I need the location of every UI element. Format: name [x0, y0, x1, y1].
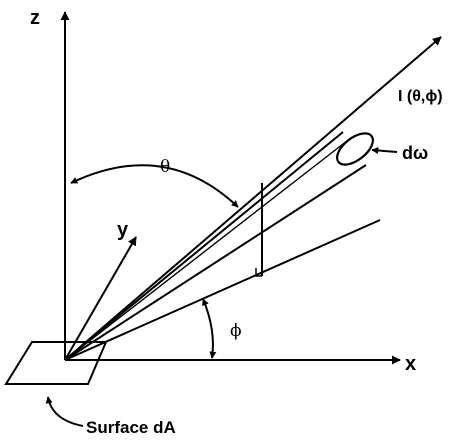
right-angle-marker [255, 268, 262, 277]
surface-label: Surface dA [86, 418, 176, 437]
solid-angle-label: dω [402, 143, 428, 163]
cone-opening [336, 132, 374, 166]
projection-line [64, 219, 381, 361]
x-axis-label: x [405, 353, 416, 375]
phi-arc [202, 298, 217, 359]
z-axis-label: z [30, 7, 40, 29]
y-axis-label: y [117, 219, 129, 241]
intensity-label: I (θ,ϕ) [398, 88, 443, 105]
theta-label: θ [160, 157, 170, 177]
theta-arc [70, 164, 239, 208]
y-axis [64, 236, 137, 361]
phi-label: ϕ [230, 321, 242, 341]
surface-element [4, 341, 108, 385]
solid-angle-cone [64, 131, 374, 361]
surface-leader [45, 396, 84, 427]
solid-angle-pointer [371, 147, 398, 154]
direction-arrow [64, 36, 442, 361]
